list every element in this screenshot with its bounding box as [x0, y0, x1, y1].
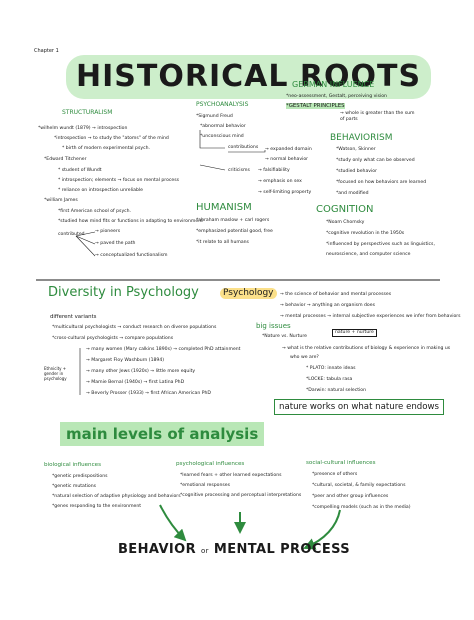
german-influence-line: → whole is greater than the sum of parts	[340, 111, 415, 122]
psychoanalysis-line: → falsifiability	[258, 168, 290, 173]
psychoanalysis-line: *Sigmund Freud	[196, 114, 233, 119]
diversity-side-note: Ethnicity + gender in psychology	[44, 366, 67, 381]
biological-line: *genetic mutations	[52, 484, 97, 489]
psychology-def: → behavior → anything an organism does	[280, 303, 375, 308]
psychoanalysis-heading: PSYCHOANALYSIS	[196, 101, 249, 108]
structuralism-line: *introspection → to study the "atoms" of…	[54, 136, 169, 141]
diversity-subheading: different variants	[50, 314, 97, 320]
german-influence-line: *neo-assessment, Gestalt, perceiving vis…	[286, 94, 387, 99]
psychology-heading: Psychology	[220, 288, 277, 299]
diversity-line: → Margaret Floy Washburn (1894)	[86, 358, 165, 363]
structuralism-line: *first American school of psych.	[58, 209, 132, 214]
structuralism-line: * introspection; elements → focus on men…	[58, 178, 180, 183]
psychoanalysis-line: → emphasis on sex	[258, 179, 302, 184]
structuralism-line: *Edward Titchener	[44, 157, 87, 162]
cognition-line: *influenced by perspectives such as ling…	[326, 242, 435, 247]
german-influence-line: *GESTALT PRINCIPLES	[286, 103, 345, 109]
structuralism-line: contributed	[58, 232, 85, 237]
behaviorism-line: *Watson, Skinner	[336, 147, 376, 152]
behavior-or-mental-process: BEHAVIOR or MENTAL PROCESS	[118, 542, 350, 559]
issue-line: *LOCKE: tabula rasa	[306, 377, 353, 382]
structuralism-line: → paved the path	[95, 241, 136, 246]
biological-heading: biological influences	[44, 462, 102, 468]
psychoanalysis-line: criticisms	[228, 168, 250, 173]
issue-line: *Nature vs. Nurture	[262, 334, 307, 339]
issue-line: nature + nurture	[332, 329, 377, 337]
psychology-def: → the science of behavior and mental pro…	[280, 292, 392, 297]
page-title: HISTORICAL ROOTS	[66, 55, 432, 99]
social-cultural-line: *peer and other group influences	[312, 494, 389, 499]
structuralism-line: * birth of modern experimental psych.	[62, 146, 150, 151]
psychology-def: → mental processes → internal subjective…	[280, 314, 461, 319]
psychological-line: *learned fears + other learned expectati…	[180, 473, 282, 478]
humanism-line: *it relate to all humans	[196, 240, 249, 245]
psychological-line: *emotional responses	[180, 483, 231, 488]
diversity-line: → many other Jews (1920s) → little more …	[86, 369, 196, 374]
psychoanalysis-line: *abnormal behavior	[200, 124, 246, 129]
structuralism-line: → conceptualized functionalism	[95, 253, 168, 258]
diversity-line: → Beverly Prosser (1933) → first African…	[86, 391, 211, 396]
biological-line: *genetic predispositions	[52, 474, 108, 479]
issue-line: * PLATO: innate ideas	[306, 366, 356, 371]
behaviorism-heading: BEHAVIORISM	[330, 133, 393, 143]
humanism-line: *emphasized potential good, free	[196, 229, 273, 234]
psychological-heading: psychological influences	[176, 461, 245, 467]
issue-line: → what is the relative contributions of …	[282, 346, 451, 351]
structuralism-line: *william James	[44, 198, 78, 203]
result-or: or	[200, 547, 209, 555]
humanism-heading: HUMANISM	[196, 202, 252, 213]
big-issues-heading: big issues	[256, 322, 291, 330]
behaviorism-line: *and modified	[336, 191, 369, 196]
diversity-line: → many women (Mary calkins 1890s) → comp…	[86, 347, 241, 352]
structuralism-line: * student of Wundt	[58, 168, 102, 173]
psychoanalysis-line: → self-limiting property	[258, 190, 312, 195]
issue-line: who we are?	[290, 355, 319, 360]
diversity-heading: Diversity in Psychology	[48, 285, 199, 300]
cognition-heading: COGNITION	[316, 204, 374, 215]
humanism-line: *abraham maslow + carl rogers	[196, 218, 270, 223]
cognition-line: neuroscience, and computer science	[326, 252, 411, 257]
behaviorism-line: *studied behavior	[336, 169, 377, 174]
diversity-line: *multicultural psychologists → conduct r…	[52, 325, 217, 330]
levels-heading: main levels of analysis	[60, 422, 265, 446]
structuralism-line: *studied how mind fits or functions in a…	[58, 219, 203, 224]
german-influence-heading: GERMAN INFLUENCE	[292, 80, 375, 89]
behaviorism-line: *focused on how behaviors are learned	[336, 180, 427, 185]
cognition-line: *cognitive revolution in the 1950s	[326, 231, 405, 236]
structuralism-heading: STRUCTURALISM	[62, 109, 113, 116]
structuralism-line: * reliance on introspection unreliable	[58, 188, 143, 193]
psychological-line: *cognitive processing and perceptual int…	[180, 493, 302, 498]
psychoanalysis-line: *unconscious mind	[200, 134, 244, 139]
psychoanalysis-line: → expanded domain	[265, 147, 312, 152]
structuralism-line: → pioneers	[95, 229, 121, 234]
chapter-label: Chapter 1	[34, 48, 59, 54]
social-cultural-line: *cultural, societal, & family expectatio…	[312, 483, 406, 488]
structuralism-line: *wilhelm wundt (1879) → introspection	[38, 126, 128, 131]
psychoanalysis-line: contributions	[228, 145, 259, 150]
psychoanalysis-line: → normal behavior	[265, 157, 309, 162]
cognition-line: *Noam Chomsky	[326, 220, 365, 225]
social-cultural-line: *presence of others	[312, 472, 358, 477]
nature-endows-box: nature works on what nature endows	[274, 399, 445, 415]
biological-line: *genes responding to the environment	[52, 504, 142, 509]
diversity-line: *cross-cultural psychologists → compare …	[52, 336, 174, 341]
biological-line: *natural selection of adaptive physiolog…	[52, 494, 181, 499]
social-cultural-line: *compelling models (such as in the media…	[312, 505, 411, 510]
result-mental-process: MENTAL PROCESS	[213, 542, 351, 557]
issue-line: *Darwin: natural selection	[306, 388, 367, 393]
diversity-line: → Mamie Bernal (1940s) → first Latina Ph…	[86, 380, 185, 385]
result-behavior: BEHAVIOR	[118, 542, 197, 557]
behaviorism-line: *study only what can be observed	[336, 158, 415, 163]
social-cultural-heading: social-cultural influences	[306, 460, 376, 466]
